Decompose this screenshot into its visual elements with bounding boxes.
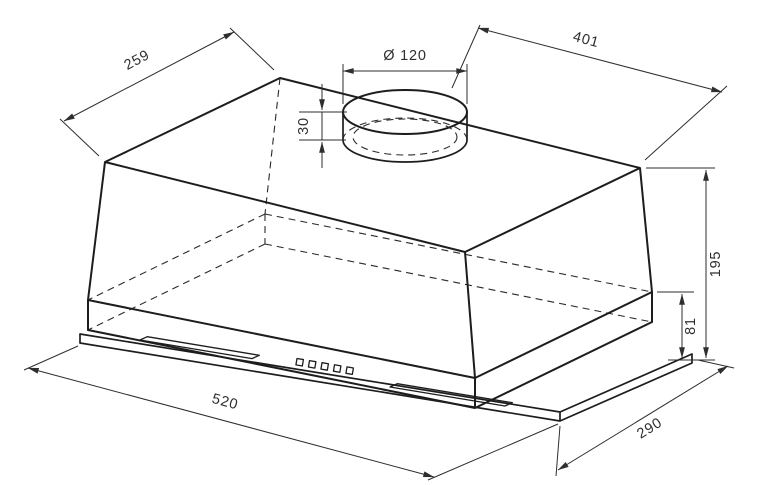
button-3 [320, 362, 330, 371]
dimension-duct-diameter: Ø 120 [342, 48, 468, 104]
duct-collar [342, 89, 468, 163]
dimension-body-height: 81 [657, 291, 699, 359]
filter-slot-left [139, 336, 260, 360]
dimension-top-depth: 259 [59, 27, 275, 157]
dim-label-total-height: 195 [708, 251, 724, 278]
dimension-total-height: 195 [646, 167, 724, 361]
dimension-top-width: 401 [451, 24, 728, 161]
button-4 [332, 364, 342, 373]
duct-hole-hidden-ellipse [352, 118, 458, 156]
dimension-width: 520 [23, 345, 559, 481]
control-buttons [295, 357, 355, 376]
dim-label-width: 520 [210, 391, 240, 414]
dimension-depth: 290 [555, 359, 735, 477]
button-5 [345, 366, 355, 376]
collar-sides [342, 111, 468, 141]
dimension-collar-height: 30 [296, 84, 347, 168]
dim-label-collar-height: 30 [296, 117, 312, 135]
collar-base-front-arc [342, 139, 468, 163]
hood-canopy [87, 77, 653, 409]
dim-label-top-depth: 259 [122, 47, 153, 74]
collar-base-hidden-arc [342, 117, 468, 141]
hidden-inner-edges [87, 77, 653, 331]
dim-label-top-width: 401 [571, 29, 601, 51]
dim-label-depth: 290 [634, 415, 665, 443]
dim-label-duct-diameter: Ø 120 [383, 48, 427, 64]
dim-label-body-height: 81 [683, 317, 699, 335]
button-1 [295, 357, 305, 367]
button-2 [307, 359, 317, 369]
